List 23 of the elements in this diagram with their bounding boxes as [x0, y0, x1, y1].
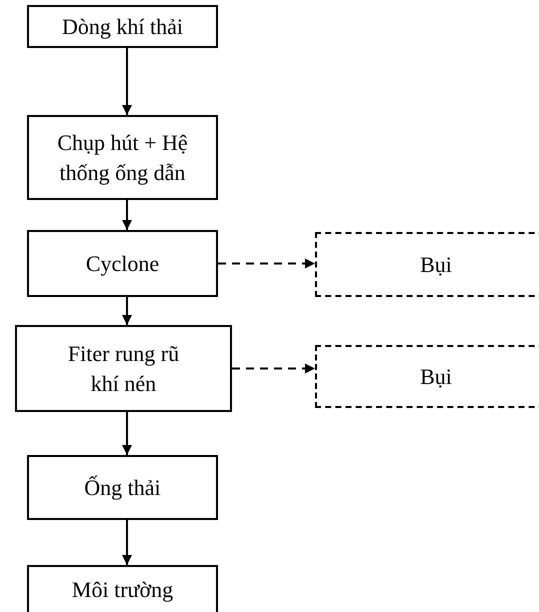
box-label: Bụi	[419, 250, 453, 279]
box-label: Bụi	[419, 362, 453, 391]
process-box	[27, 565, 218, 612]
process-box	[27, 5, 218, 48]
arrow	[218, 258, 315, 268]
arrow	[122, 412, 132, 455]
process-box	[15, 325, 232, 412]
box-label: Dòng khí thải	[61, 12, 184, 41]
arrow	[122, 297, 132, 325]
arrow	[122, 48, 132, 115]
output-box	[315, 232, 539, 297]
process-box	[27, 455, 218, 520]
box-label: Môi trường	[70, 576, 174, 604]
box-label: Ống thải	[83, 474, 162, 502]
arrow	[122, 200, 132, 230]
arrow	[122, 520, 132, 565]
process-box	[27, 230, 218, 297]
output-box	[315, 345, 539, 408]
arrow	[232, 364, 315, 374]
box-label: Cyclone	[84, 250, 160, 278]
box-label: Fiter rung rũ khí nén	[66, 340, 180, 398]
box-label: Chụp hút + Hệ thống ống dẫn	[56, 128, 189, 187]
process-box	[27, 115, 218, 200]
